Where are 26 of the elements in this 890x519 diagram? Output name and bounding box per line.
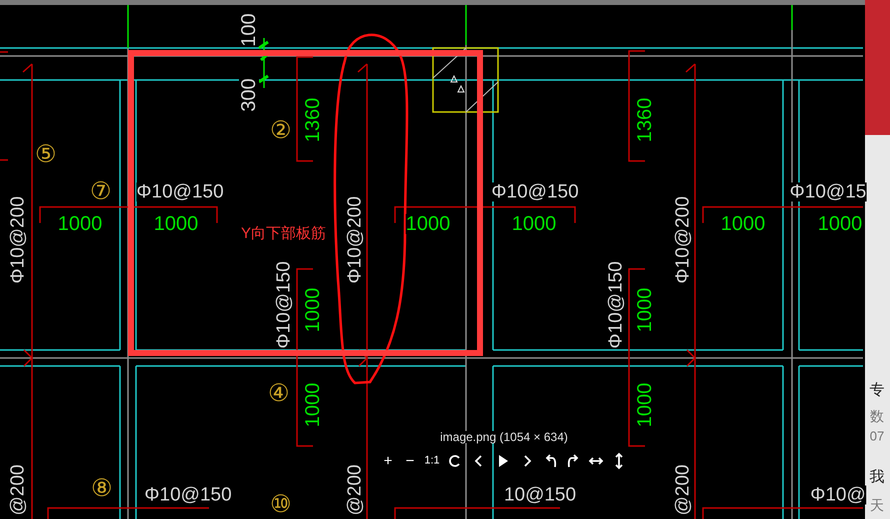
sidebar-text: 专 [870, 382, 884, 398]
rebar-label: @200 [674, 464, 692, 516]
sidebar-text: 我 [870, 470, 884, 484]
rebar-label: Φ10@150 [606, 261, 626, 349]
actual-size-button: 1:1 [424, 456, 440, 466]
rebar-label: Φ10@150 [136, 182, 224, 202]
rebar-label: Φ10@200 [8, 196, 28, 284]
dimension-text: 1000 [406, 214, 450, 234]
dimension-text: 300 [239, 78, 259, 112]
rebar-label: @200 [8, 464, 28, 516]
dimension-text: 100 [239, 13, 259, 47]
rebar-label: Φ10@200 [346, 196, 364, 284]
annotation-text: Y向下部板筋 [241, 226, 326, 241]
rebar-label: Φ10@150 [274, 261, 294, 349]
rebar-label: @200 [346, 464, 364, 516]
rebar-label: Φ10@150 [491, 182, 579, 202]
rebar-label: 10@150 [504, 486, 576, 504]
rebar-label: Φ10@150 [144, 486, 232, 504]
file-caption: image.png (1054 × 634) [440, 431, 568, 443]
rebar-label: Φ10@15 [790, 182, 866, 202]
rebar-label: Φ10@ [810, 486, 866, 504]
sidebar-text: 天 [870, 498, 884, 512]
rebar-label: Φ10@200 [674, 196, 692, 284]
sidebar-text: 数 [870, 409, 884, 423]
sidebar-text: 07 [870, 430, 884, 442]
highlight-box [128, 50, 483, 356]
